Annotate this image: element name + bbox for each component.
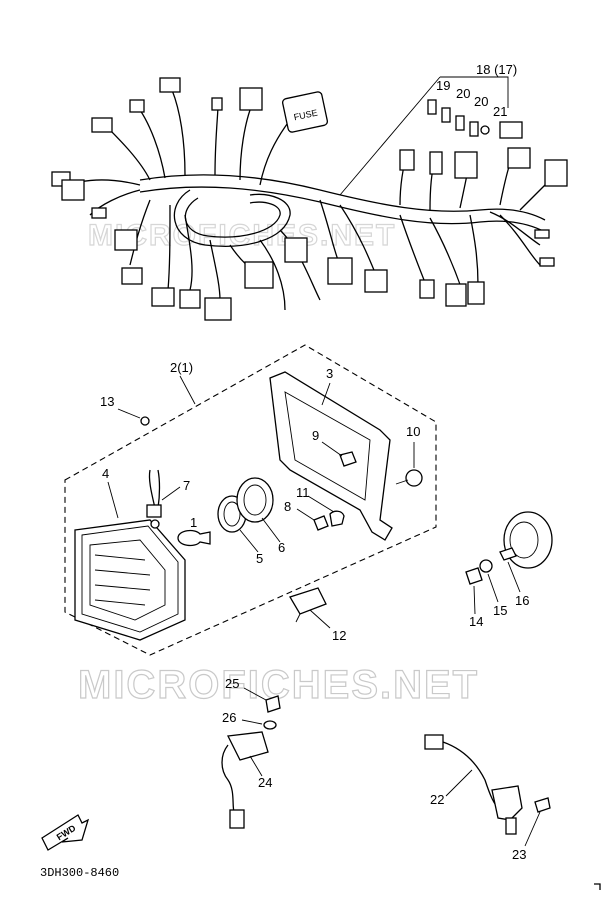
corner-mark	[594, 883, 601, 890]
callout-9: 9	[312, 428, 319, 443]
fuse-label: FUSE	[293, 108, 319, 123]
callout-26: 26	[222, 710, 236, 725]
callout-22: 22	[430, 792, 444, 807]
callout-23: 23	[512, 847, 526, 862]
fuse-holder	[281, 91, 329, 133]
spring-11	[329, 510, 345, 527]
bulb-socket	[146, 469, 162, 529]
headlight-unit	[74, 519, 186, 641]
callout-5: 5	[256, 551, 263, 566]
callout-6: 6	[278, 540, 285, 555]
headlight-bracket	[269, 371, 393, 541]
callout-4: 4	[102, 466, 109, 481]
screw-23	[534, 797, 551, 813]
leader-18	[339, 76, 509, 196]
callout-11: 11	[296, 485, 310, 500]
adjuster-gear	[395, 469, 423, 487]
callout-24: 24	[258, 775, 272, 790]
wire-harness: FUSE	[51, 77, 568, 321]
clip-13	[140, 416, 150, 426]
callout-14: 14	[469, 614, 483, 629]
nut-8	[313, 515, 329, 531]
callout-2-1: 2(1)	[170, 360, 193, 375]
callout-7: 7	[183, 478, 190, 493]
callout-15: 15	[493, 603, 507, 618]
callout-1: 1	[190, 515, 197, 530]
callout-20a: 20	[456, 86, 470, 101]
callout-19: 19	[436, 78, 450, 93]
callout-8: 8	[284, 499, 291, 514]
relay-24	[221, 731, 269, 829]
callout-12: 12	[332, 628, 346, 643]
switch-22	[424, 734, 523, 835]
callout-21: 21	[493, 104, 507, 119]
screw-25	[265, 695, 281, 713]
bulb	[177, 529, 211, 547]
callout-25: 25	[225, 676, 239, 691]
callout-18-17: 18 (17)	[476, 62, 517, 77]
assembly-boundary	[64, 344, 437, 656]
fwd-arrow-icon: FWD	[41, 814, 90, 851]
horn-assembly	[465, 511, 553, 585]
ring-6	[236, 477, 274, 523]
part-12	[289, 587, 327, 623]
callout-13: 13	[100, 394, 114, 409]
callout-16: 16	[515, 593, 529, 608]
callout-3: 3	[326, 366, 333, 381]
callout-10: 10	[406, 424, 420, 439]
bolt-9	[339, 451, 357, 467]
washer-26	[263, 720, 277, 730]
diagram-code: 3DH300-8460	[40, 866, 119, 880]
callout-20b: 20	[474, 94, 488, 109]
